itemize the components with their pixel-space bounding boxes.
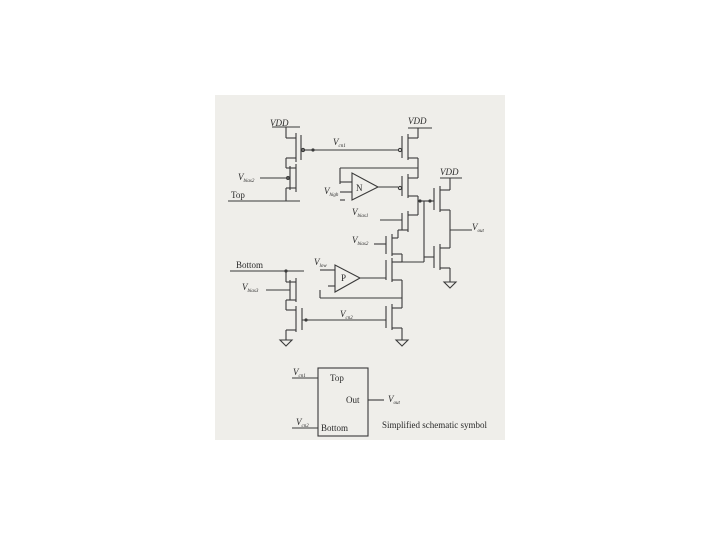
central-cascode [374, 201, 425, 347]
n-amp-label: N [356, 183, 363, 193]
right-top-stack [397, 127, 432, 215]
symbol-out-port: Out [346, 395, 360, 405]
left-bottom-stack [230, 269, 386, 347]
p-amplifier [319, 264, 402, 299]
output-branch [418, 177, 472, 289]
vbias3-label: Vbias3 [242, 282, 259, 294]
symbol-caption: Simplified schematic symbol [382, 420, 487, 430]
vbias2b-label: Vbias2 [352, 235, 369, 247]
vdd-label-1: VDD [270, 118, 289, 128]
symbol-bottom-port: Bottom [321, 423, 348, 433]
scanned-schematic-area [215, 95, 505, 440]
bottom-node-label: Bottom [236, 260, 263, 270]
vdd-label-2: VDD [408, 116, 427, 126]
vlow-label: Vlow [314, 257, 327, 269]
symbol-vcn1-label: Vcn1 [293, 367, 306, 379]
simplified-symbol [292, 367, 384, 437]
n-amplifier [339, 167, 418, 201]
vdd-label-3: VDD [440, 167, 459, 177]
vbias2-label: Vbias2 [238, 172, 255, 184]
symbol-vout-label: Vout [388, 394, 401, 406]
vhigh-label: Vhigh [324, 186, 339, 198]
p-amp-label: P [341, 273, 346, 283]
vbias1-label: Vbias1 [352, 207, 368, 219]
vcn2-label: Vcn2 [340, 309, 353, 321]
vcn1-net [311, 148, 398, 152]
symbol-top-port: Top [330, 373, 344, 383]
symbol-vcn2-label: Vcn2 [296, 417, 309, 429]
left-top-stack [228, 126, 313, 202]
vout-label: Vout [472, 222, 485, 234]
top-node-label: Top [231, 190, 245, 200]
vcn1-label: Vcn1 [333, 137, 346, 149]
